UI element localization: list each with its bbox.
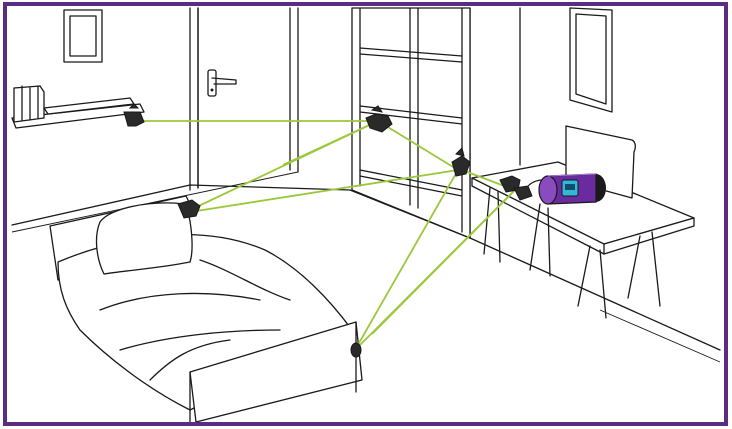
bed bbox=[50, 196, 362, 422]
wall-shelf bbox=[12, 86, 144, 128]
wall-picture-left bbox=[64, 10, 102, 62]
door bbox=[198, 8, 236, 188]
wall-picture-right bbox=[570, 8, 612, 112]
bed-footboard-clamp bbox=[351, 343, 361, 357]
door-handle bbox=[208, 70, 236, 96]
pillow bbox=[97, 203, 193, 274]
